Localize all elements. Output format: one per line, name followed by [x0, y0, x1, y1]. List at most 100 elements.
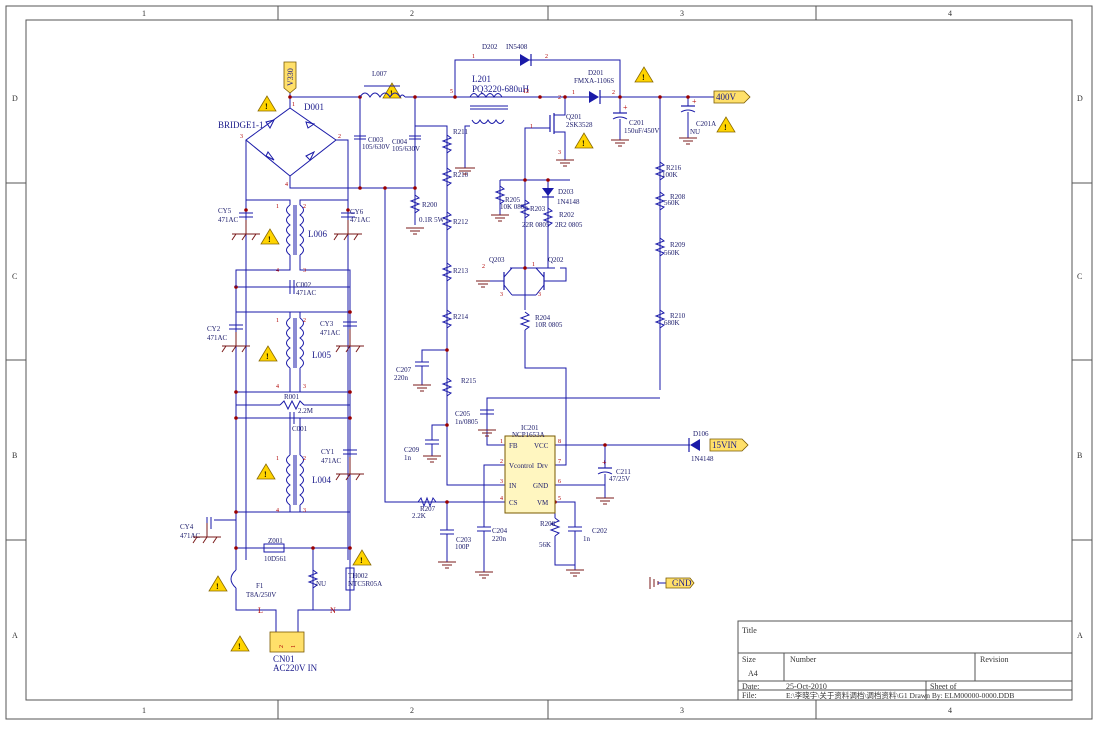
warning-icon: ! — [208, 575, 228, 592]
r211-label: R211 — [453, 128, 468, 136]
resistor-r207: R207 2.2K — [412, 496, 437, 520]
port-400v[interactable]: 400V — [713, 90, 751, 104]
pin-label: 3 — [558, 150, 561, 156]
mosfet-q201: Q201 2SK3528 1 2 3 — [530, 95, 593, 156]
ic-pin-in: IN — [509, 482, 516, 490]
svg-text:!: ! — [266, 352, 269, 361]
r210-value: 680K — [664, 319, 680, 327]
date-label: Date: — [742, 682, 759, 691]
connector-pin-1: 1 — [291, 645, 297, 648]
c003-label: C003 — [368, 136, 384, 144]
c204-label: C204 — [492, 527, 508, 535]
d203-label: D203 — [558, 188, 574, 196]
ic-pin-num: 1 — [500, 439, 503, 445]
ic-pin-vcc: VCC — [534, 442, 549, 450]
polarity-plus: + — [692, 97, 697, 106]
pin-label: 1 — [530, 124, 533, 130]
col-label-top: 2 — [410, 9, 414, 18]
svg-text:!: ! — [268, 235, 271, 244]
warning-icon: ! — [230, 635, 250, 652]
c205-label: C205 — [455, 410, 471, 418]
number-label: Number — [790, 655, 817, 664]
emi-filter: CY5 471AC CY6 471AC L006 C002 471AC CY2 … — [180, 199, 382, 599]
cy4-label: CY4 — [180, 523, 194, 531]
ground-icon — [475, 571, 493, 579]
q201-value: 2SK3528 — [566, 121, 593, 129]
pin-label: 1 — [276, 456, 279, 462]
f1-value: T8A/250V — [246, 591, 276, 599]
q202-label: Q202 — [548, 256, 564, 264]
d202-label: D202 — [482, 43, 498, 51]
column-labels: 1 2 3 4 1 2 3 4 — [142, 9, 952, 715]
ic-pin-vcontrol: Vcontrol — [509, 462, 534, 470]
ic-ncp1653a: IC201 NCP1653A FB Vcontrol IN CS VCC Drv… — [500, 424, 561, 514]
r209-label: R209 — [670, 241, 686, 249]
svg-text:!: ! — [238, 642, 241, 651]
cy4-value: 471AC — [180, 532, 201, 540]
pin-label: 2 — [303, 204, 306, 210]
r206-label: R206 — [540, 520, 556, 528]
d106-value: 1N4148 — [691, 455, 714, 463]
port-v330[interactable]: V330 — [283, 61, 297, 94]
capacitor-c205: C205 1n/0805 — [455, 409, 494, 430]
file-label: File: — [742, 691, 757, 700]
warning-icon: ! — [258, 345, 278, 362]
resistor-r206: R206 56K — [539, 517, 576, 570]
chassis-ground-icon — [221, 332, 250, 353]
c004-label: C004 — [392, 138, 408, 146]
row-label-right: A — [1077, 631, 1083, 640]
ground-icon — [556, 159, 574, 167]
svg-text:!: ! — [390, 89, 393, 98]
pin-label: 3 — [240, 134, 243, 140]
ic-pin-gnd: GND — [533, 482, 548, 490]
warning-icon: ! — [634, 66, 654, 83]
l201-label: L201 — [472, 74, 491, 84]
col-label-top: 4 — [948, 9, 952, 18]
size-label: Size — [742, 655, 756, 664]
bridge-rectifier: BRIDGE1-1 D001 3 2 4 1 — [218, 102, 341, 188]
q201-label: Q201 — [566, 113, 582, 121]
r207-value: 2.2K — [412, 512, 426, 520]
port-gnd-label: GND — [672, 578, 692, 588]
diode-d106: D106 1N4148 — [688, 430, 714, 463]
pin-label: 2 — [558, 95, 561, 101]
warning-icon: ! — [257, 95, 277, 112]
capacitor-c201: + C201 150uF/450V — [612, 103, 659, 140]
r208-value: 560K — [664, 199, 680, 207]
pin-label: 1 — [572, 90, 575, 96]
port-15vin-label: 15VIN — [712, 440, 737, 450]
row-labels: D C B A D C B A — [12, 94, 1083, 640]
ground-icon — [476, 280, 490, 288]
ic-pin-num: 3 — [500, 479, 503, 485]
row-label-left: B — [12, 451, 17, 460]
ic-pin-num: 6 — [558, 479, 561, 485]
port-15vin[interactable]: 15VIN — [709, 438, 749, 452]
ground-icon — [423, 455, 441, 463]
bridge-label: BRIDGE1-1 — [218, 120, 264, 130]
row-label-right: B — [1077, 451, 1082, 460]
r213-label: R213 — [453, 267, 469, 275]
ground-symbols — [192, 137, 697, 579]
svg-text:!: ! — [216, 582, 219, 591]
r210-label: R210 — [670, 312, 686, 320]
ground-icon — [611, 139, 629, 147]
svg-text:!: ! — [264, 470, 267, 479]
gate-drive: D203 1N4148 R205 10K 0805 R203 22R 0805 … — [488, 185, 583, 331]
svg-text:!: ! — [724, 123, 727, 132]
d106-label: D106 — [693, 430, 709, 438]
chassis-ground-icon — [333, 220, 362, 241]
r210x-label: R210 — [453, 171, 469, 179]
port-gnd[interactable]: GND — [649, 577, 695, 589]
d202-value: IN5408 — [506, 43, 528, 51]
capacitor-c003: C003 105/630V — [354, 135, 390, 151]
row-label-left: C — [12, 272, 17, 281]
c207-label: C207 — [396, 366, 412, 374]
q203-label: Q203 — [489, 256, 505, 264]
col-label-bottom: 4 — [948, 706, 952, 715]
resistor-r200: R200 0.1R 5W — [409, 194, 445, 224]
size-value: A4 — [748, 669, 758, 678]
r202-value: 2R2 0805 — [555, 221, 583, 229]
c202-value: 1n — [583, 535, 591, 543]
connector-cn01[interactable]: 2 1 CN01 AC220V IN L N — [258, 606, 336, 673]
